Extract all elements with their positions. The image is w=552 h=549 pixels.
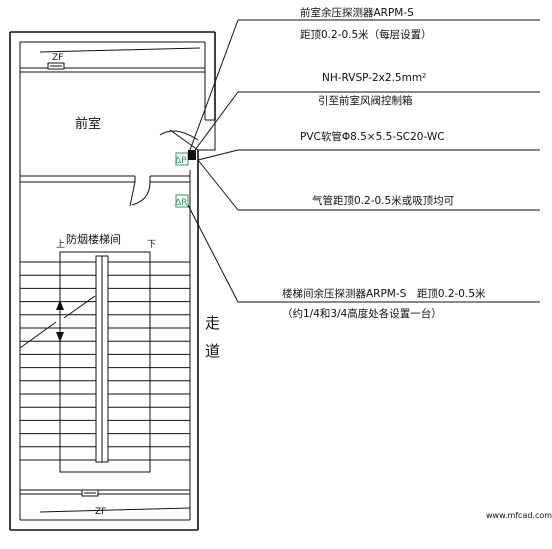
stair-treads (20, 261, 190, 461)
pressure-sensor-anteroom: ΔP (175, 150, 196, 166)
svg-text:ΔR: ΔR (175, 198, 187, 208)
annotation-cable-spec: NH-RVSP-2x2.5mm² (322, 72, 426, 84)
corridor-label-2: 道 (205, 342, 220, 360)
anteroom-door-corridor (159, 119, 216, 151)
anteroom-label: 前室 (75, 116, 101, 132)
annotation-anteroom-sensor-model: 前室余压探测器ARPM-S (300, 6, 414, 19)
anteroom-partition (20, 175, 190, 207)
zf-label-top: ZF (52, 53, 63, 63)
svg-text:ΔP: ΔP (175, 156, 187, 166)
bottom-vent: ZF (20, 489, 191, 517)
annotation-pvc-tube: PVC软管Φ8.5×5.5-SC20-WC (300, 130, 445, 143)
annotation-stair-sensor: 楼梯间余压探测器ARPM-S 距顶0.2-0.5米 (282, 287, 486, 300)
annotation-stair-sensor-note: （约1/4和3/4高度处各设置一台） (282, 307, 442, 320)
down-label: 下 (147, 240, 156, 250)
stair-label: 防烟楼梯间 (66, 232, 121, 246)
watermark: www.mfcad.com (486, 511, 552, 520)
top-vent: ZF (20, 47, 205, 73)
pressure-sensor-stair: ΔR (175, 194, 189, 208)
corridor-label-1: 走 (205, 314, 220, 332)
outer-walls (9, 31, 216, 531)
stair-well (59, 251, 151, 473)
leader-lines (187, 19, 540, 303)
annotation-cable-route: 引至前室风阀控制箱 (318, 94, 413, 107)
up-down-markers: 上 下 (19, 239, 156, 472)
up-label: 上 (56, 239, 65, 250)
zf-label-bottom: ZF (95, 507, 106, 517)
annotation-anteroom-sensor-height: 距顶0.2-0.5米（每层设置） (300, 28, 432, 41)
annotation-air-pipe: 气管距顶0.2-0.5米或吸顶均可 (312, 194, 454, 207)
